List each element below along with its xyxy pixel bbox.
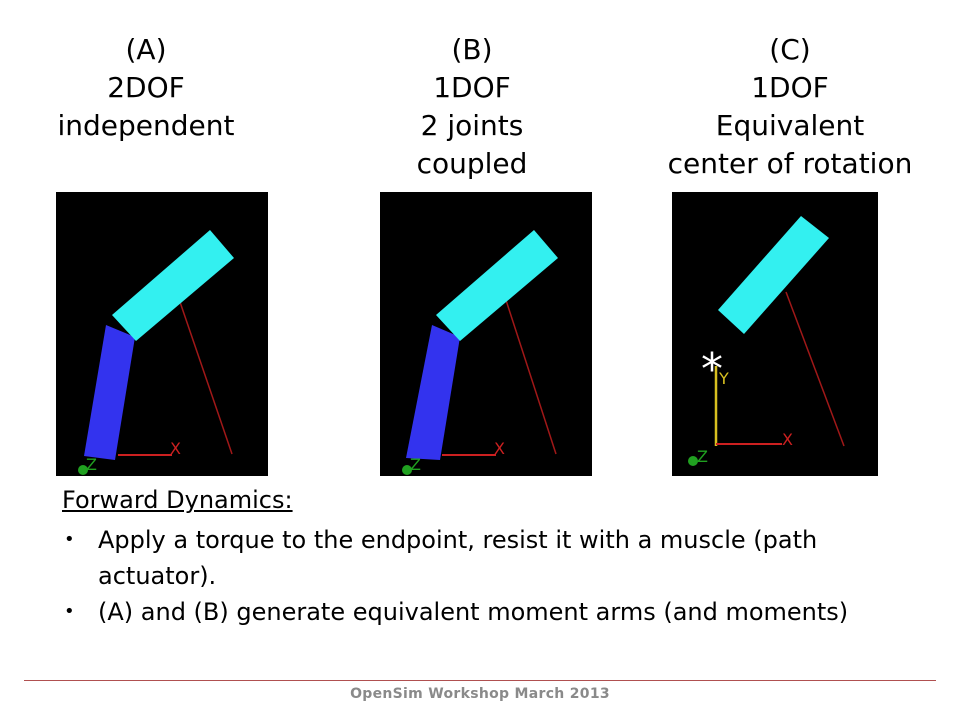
forward-dynamics-bullets: • Apply a torque to the endpoint, resist… bbox=[62, 522, 942, 630]
muscle-path bbox=[179, 301, 233, 455]
model-view-a: X Z bbox=[56, 192, 268, 476]
forward-dynamics-heading: Forward Dynamics: bbox=[62, 486, 293, 514]
bullet-icon: • bbox=[64, 601, 75, 622]
caption-c-desc-2: center of rotation bbox=[667, 147, 913, 180]
bullet-text: (A) and (B) generate equivalent moment a… bbox=[98, 598, 849, 626]
x-axis-label: X bbox=[170, 439, 181, 458]
caption-b-label: (B) bbox=[451, 33, 493, 66]
caption-c-dof: 1DOF bbox=[751, 71, 829, 104]
bullet-text: Apply a torque to the endpoint, resist i… bbox=[98, 526, 818, 590]
bullet-icon: • bbox=[64, 529, 75, 550]
caption-a: (A) 2DOF independent bbox=[46, 31, 246, 145]
lower-segment bbox=[406, 325, 460, 460]
caption-c-desc-1: Equivalent bbox=[715, 109, 865, 142]
muscle-path bbox=[785, 291, 845, 447]
caption-b-dof: 1DOF bbox=[433, 71, 511, 104]
caption-a-desc: independent bbox=[57, 109, 235, 142]
z-axis-label: Z bbox=[697, 447, 708, 466]
model-view-c-canvas: Y X Z * bbox=[688, 216, 845, 466]
caption-a-dof: 2DOF bbox=[107, 71, 185, 104]
y-axis-label: Y bbox=[718, 369, 729, 388]
z-axis-label: Z bbox=[410, 455, 421, 474]
caption-b-desc-1: 2 joints bbox=[420, 109, 524, 142]
footer-text: OpenSim Workshop March 2013 bbox=[350, 686, 610, 702]
model-view-a-canvas: X Z bbox=[78, 230, 234, 475]
z-axis-marker bbox=[78, 465, 88, 475]
model-view-b: X Z bbox=[380, 192, 592, 476]
upper-segment bbox=[112, 230, 234, 341]
bullet-item: • (A) and (B) generate equivalent moment… bbox=[62, 594, 942, 630]
muscle-path bbox=[503, 293, 557, 455]
center-of-rotation-marker: * bbox=[701, 344, 723, 395]
z-axis-marker bbox=[688, 456, 698, 466]
upper-segment bbox=[436, 230, 558, 341]
caption-b-desc-2: coupled bbox=[416, 147, 528, 180]
model-view-b-canvas: X Z bbox=[402, 230, 558, 475]
caption-c: (C) 1DOF Equivalent center of rotation bbox=[640, 31, 940, 183]
caption-c-label: (C) bbox=[769, 33, 811, 66]
z-axis-label: Z bbox=[86, 455, 97, 474]
footer-divider bbox=[24, 680, 936, 681]
caption-a-label: (A) bbox=[125, 33, 167, 66]
x-axis-label: X bbox=[782, 430, 793, 449]
upper-segment bbox=[718, 216, 829, 334]
caption-b: (B) 1DOF 2 joints coupled bbox=[372, 31, 572, 183]
model-view-c: Y X Z * bbox=[672, 192, 878, 476]
x-axis-label: X bbox=[494, 439, 505, 458]
z-axis-marker bbox=[402, 465, 412, 475]
lower-segment bbox=[84, 325, 135, 460]
bullet-item: • Apply a torque to the endpoint, resist… bbox=[62, 522, 942, 594]
